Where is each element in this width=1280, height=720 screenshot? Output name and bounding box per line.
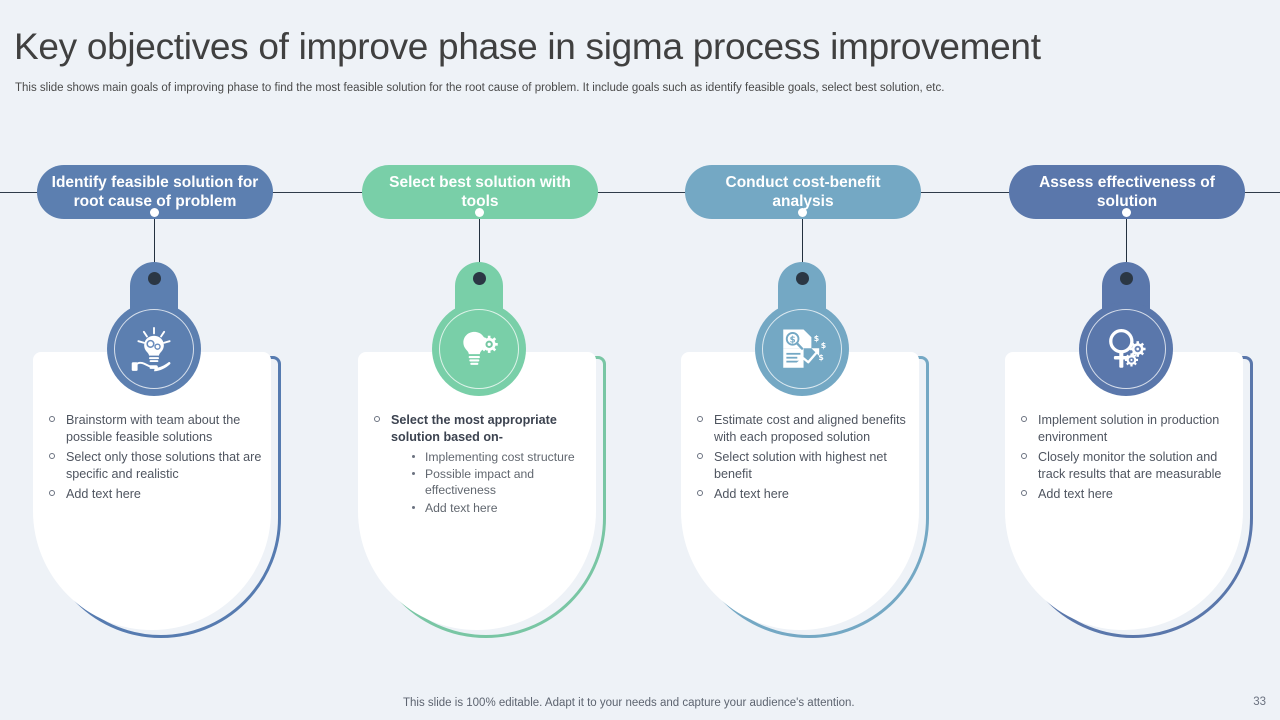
pill-connector-dot xyxy=(475,208,484,217)
bullet-marker-icon xyxy=(49,452,55,459)
card-body: Implement solution in production environ… xyxy=(1017,412,1235,505)
card-face xyxy=(33,352,271,630)
badge-inner-ring xyxy=(1086,309,1166,389)
bullet-list: Estimate cost and aligned benefits with … xyxy=(693,412,911,503)
pill-connector-dot xyxy=(1122,208,1131,217)
bullet-marker-icon xyxy=(49,489,55,496)
pill-connector-dot xyxy=(798,208,807,217)
footer-note: This slide is 100% editable. Adapt it to… xyxy=(403,697,855,709)
bullet-list: Select the most appropriate solution bas… xyxy=(370,412,588,516)
list-item: Select only those solutions that are spe… xyxy=(45,449,263,484)
cost-benefit-document-icon: $ $ $ $ xyxy=(777,324,827,374)
list-item-text: Add text here xyxy=(66,486,141,501)
badge-connector-dot xyxy=(473,272,486,285)
list-item: Implement solution in production environ… xyxy=(1017,412,1235,447)
card-face xyxy=(358,352,596,630)
objective-column: Conduct cost-benefit analysis $ $ $ $ Es… xyxy=(651,0,951,720)
objective-column: Identify feasible solution for root caus… xyxy=(3,0,303,720)
svg-text:$: $ xyxy=(821,341,826,350)
badge-inner-ring xyxy=(114,309,194,389)
badge-circle xyxy=(1079,302,1173,396)
list-item-text: Implement solution in production environ… xyxy=(1038,413,1220,445)
objective-card: Brainstorm with team about the possible … xyxy=(33,352,281,638)
objective-card: Estimate cost and aligned benefits with … xyxy=(681,352,929,638)
sub-list-item-text: Possible impact and effectiveness xyxy=(425,467,535,498)
bullet-marker-icon xyxy=(697,489,703,496)
bullet-list: Implement solution in production environ… xyxy=(1017,412,1235,503)
badge-circle xyxy=(432,302,526,396)
bullet-marker-icon xyxy=(1021,489,1027,496)
page-number: 33 xyxy=(1253,696,1266,708)
list-item: Closely monitor the solution and track r… xyxy=(1017,449,1235,484)
list-item-text: Select solution with highest net benefit xyxy=(714,449,887,482)
list-item: Select the most appropriate solution bas… xyxy=(370,412,588,516)
sub-bullet-marker-icon xyxy=(412,454,415,458)
list-item-text: Select only those solutions that are spe… xyxy=(66,449,262,482)
list-item: Add text here xyxy=(45,486,263,503)
lightbulb-gear-wrench-icon xyxy=(454,324,504,374)
card-face xyxy=(1005,352,1243,630)
objective-column: Assess effectiveness of solution xyxy=(975,0,1275,720)
badge-inner-ring xyxy=(762,309,842,389)
page-title: Key objectives of improve phase in sigma… xyxy=(14,26,1041,67)
list-item-text: Add text here xyxy=(1038,486,1113,501)
lightbulb-on-hand-icon xyxy=(129,324,179,374)
svg-text:$: $ xyxy=(818,353,823,362)
list-item: Estimate cost and aligned benefits with … xyxy=(693,412,911,447)
sub-list-item-text: Add text here xyxy=(425,500,498,515)
list-item-text: Select the most appropriate solution bas… xyxy=(391,413,557,445)
card-body: Select the most appropriate solution bas… xyxy=(370,412,588,518)
connector-rail xyxy=(0,192,1280,194)
bullet-list: Brainstorm with team about the possible … xyxy=(45,412,263,503)
list-item-text: Closely monitor the solution and track r… xyxy=(1038,449,1222,482)
badge-connector-dot xyxy=(796,272,809,285)
bullet-marker-icon xyxy=(1021,416,1027,422)
sub-list-item: Possible impact and effectiveness xyxy=(408,466,588,499)
sub-bullet-marker-icon xyxy=(412,505,415,509)
list-item: Add text here xyxy=(1017,486,1235,503)
bullet-marker-icon xyxy=(697,416,703,422)
objective-column: Select best solution with tools xyxy=(328,0,628,720)
badge-connector-dot xyxy=(1120,272,1133,285)
bullet-marker-icon xyxy=(374,416,380,422)
objective-card: Select the most appropriate solution bas… xyxy=(358,352,606,638)
bullet-marker-icon xyxy=(49,416,55,422)
badge-circle xyxy=(107,302,201,396)
page-subtitle: This slide shows main goals of improving… xyxy=(15,82,945,94)
list-item-text: Estimate cost and aligned benefits with … xyxy=(714,413,906,445)
sub-list-item: Implementing cost structure xyxy=(408,449,588,465)
list-item-text: Brainstorm with team about the possible … xyxy=(66,413,241,445)
list-item: Select solution with highest net benefit xyxy=(693,449,911,484)
svg-text:$: $ xyxy=(790,335,796,345)
card-body: Brainstorm with team about the possible … xyxy=(45,412,263,505)
list-item: Add text here xyxy=(693,486,911,503)
badge-inner-ring xyxy=(439,309,519,389)
badge-circle: $ $ $ $ xyxy=(755,302,849,396)
column-header-pill[interactable]: Identify feasible solution for root caus… xyxy=(37,165,273,219)
connector-stem xyxy=(153,213,156,281)
list-item-text: Add text here xyxy=(714,486,789,501)
card-face xyxy=(681,352,919,630)
sub-list-item-text: Implementing cost structure xyxy=(425,449,575,464)
objective-card: Implement solution in production environ… xyxy=(1005,352,1253,638)
list-item: Brainstorm with team about the possible … xyxy=(45,412,263,447)
svg-text:$: $ xyxy=(814,334,819,343)
connector-stem xyxy=(478,213,481,281)
connector-stem xyxy=(801,213,804,281)
badge-connector-dot xyxy=(148,272,161,285)
pill-connector-dot xyxy=(150,208,159,217)
bullet-marker-icon xyxy=(1021,452,1027,459)
connector-stem xyxy=(1125,213,1128,281)
card-body: Estimate cost and aligned benefits with … xyxy=(693,412,911,505)
sub-list-item: Add text here xyxy=(408,500,588,516)
bullet-marker-icon xyxy=(697,452,703,459)
sub-bullet-marker-icon xyxy=(412,472,415,476)
magnifier-gears-icon xyxy=(1101,324,1151,374)
column-header-pill[interactable]: Conduct cost-benefit analysis xyxy=(685,165,921,219)
